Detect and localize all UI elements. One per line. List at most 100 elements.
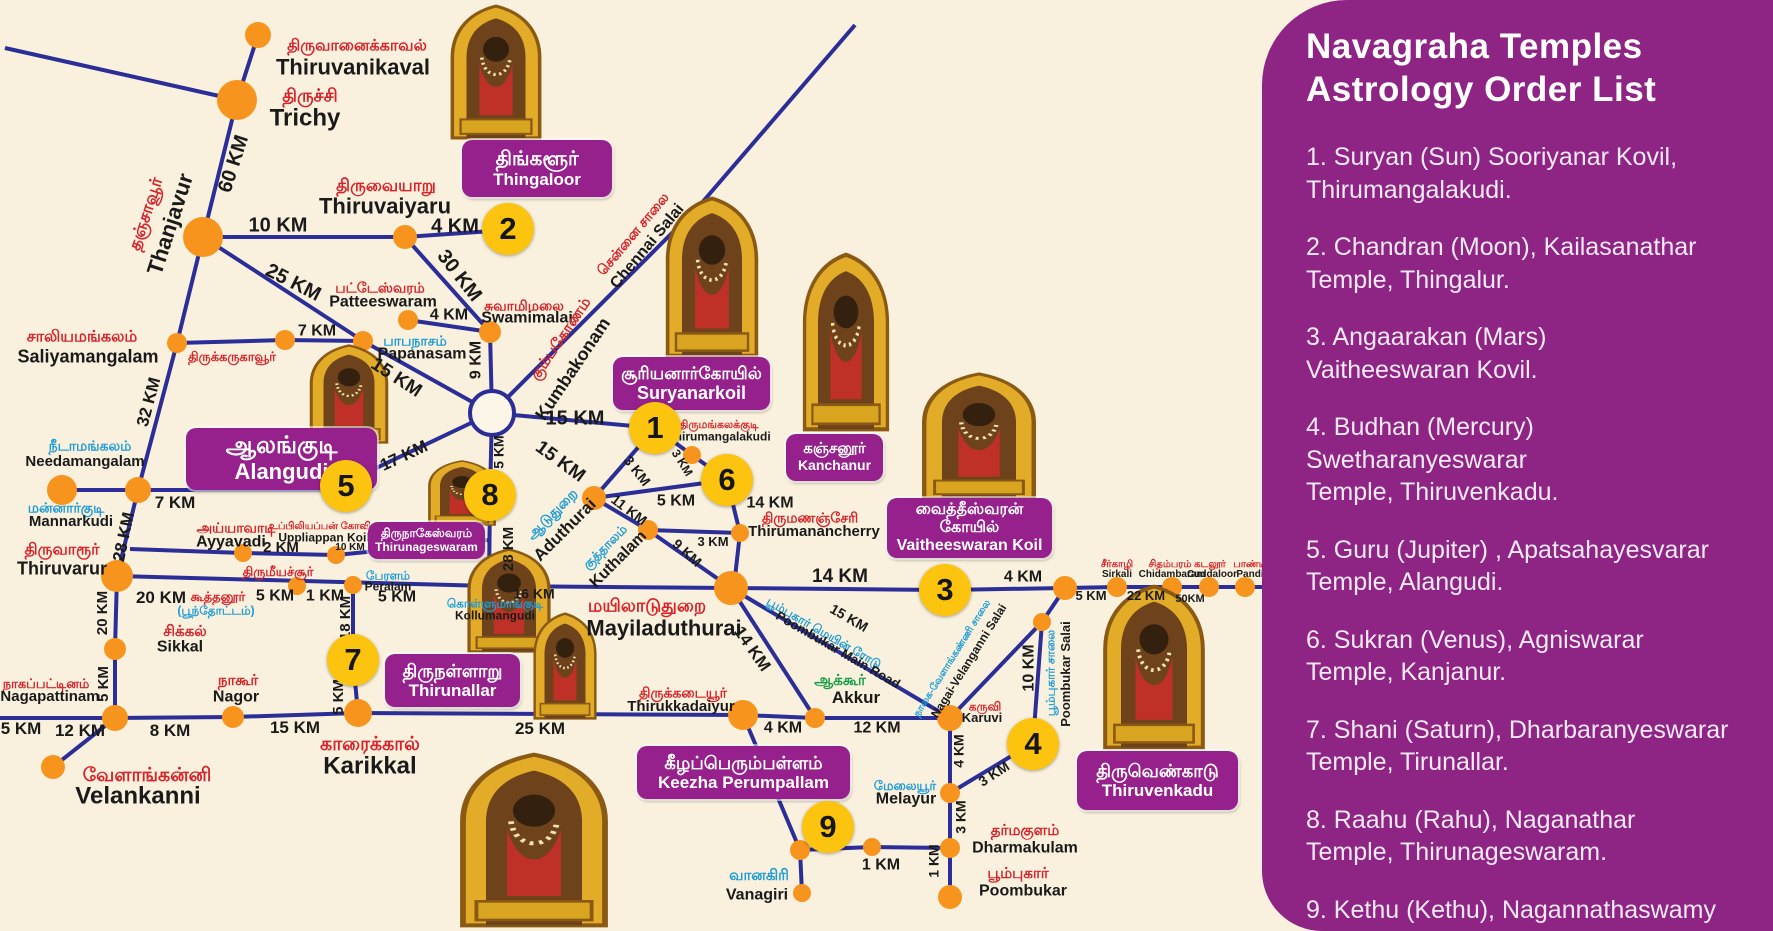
road-segment [136,342,179,491]
place-label: நீடாமங்கலம் [48,437,132,454]
temple-box-tamil-name: சூரியனார்கோயில் [621,363,762,383]
temple-box-english-name: Thirunallar [408,681,497,701]
order-list-item-line2: Vaitheeswaran Kovil. [1306,355,1538,384]
order-list-item-line1: 4. Budhan (Mercury) Swetharanyeswarar [1306,413,1534,474]
place-label: பூம்புகார் சாலை [1043,629,1058,717]
astrology-order-panel: Navagraha Temples Astrology Order List 1… [1262,0,1773,931]
distance-label: 3 KM [952,800,969,834]
town-junction-dot [714,571,748,605]
distance-label: 20 KM [135,588,187,608]
thiruvenkadu-deity-art [1103,584,1205,750]
town-junction-dot [940,838,960,858]
town-junction-dot [327,546,345,564]
place-label: Vanagiri [725,886,789,904]
vaitheeswaran-deity [905,372,1053,500]
place-label: வேளாங்கன்னி [82,765,212,787]
town-junction-dot [104,638,126,660]
place-label: Poombukar Salai [1058,621,1074,727]
place-label: Papanasam [377,345,467,363]
place-label: பூம்புகார் [987,865,1049,883]
place-label: Nagapattinam [0,688,100,706]
temple-box-english-name: Thingaloor [493,170,581,190]
place-label: Thiruvanikaval [275,54,431,80]
temple-box-english-name: Kanchanur [797,457,872,474]
town-junction-dot [937,705,963,731]
place-label: Melayur [875,790,937,808]
place-label: Mannarkudi [28,513,114,531]
order-circle-5: 5 [320,460,372,512]
place-label: Chidambaram [1138,568,1206,580]
thingaloor-deity-art [450,4,542,140]
order-circle-8: 8 [464,469,516,521]
vaitheeswaran-deity-art [922,372,1036,500]
road-segment [948,620,1044,720]
distance-label: 5 KM [377,588,417,606]
temple-box-tamil-name: திருவெண்காடு [1096,760,1219,781]
roads-network-svg [0,22,1262,909]
order-list-item-line1: 3. Angaarakan (Mars) [1306,323,1547,352]
place-label: அய்யாவாடி [196,519,276,536]
town-junction-dot [217,80,257,120]
kumbakonam-hub-circle [468,389,516,437]
order-list-item-line2: Temple, Alangudi. [1306,568,1504,597]
place-label: கூத்தனூர் [190,589,246,605]
town-junction-dot [1033,613,1051,631]
town-junction-dot [731,524,749,542]
road-segment [201,235,365,343]
order-circle-2: 2 [482,203,534,255]
place-label: Dharmakulam [972,839,1078,857]
order-circle-6: 6 [701,454,753,506]
temple-order-list: 1. Suryan (Sun) Sooriyanar Kovil,Thiruma… [1306,141,1743,931]
distance-label: 9 KM [467,340,485,380]
town-junction-dot [102,705,128,731]
order-circle-1: 1 [629,402,681,454]
town-junction-dot [940,783,960,803]
place-label: Needamangalam [25,453,145,471]
place-label: நாகப்பட்டினம் [2,676,90,692]
distance-label: 5 KM [656,492,696,510]
mayiladuthurai-shrine [524,612,606,720]
town-junction-dot [288,577,306,595]
town-junction-dot [47,475,77,505]
kanchanur-deity [790,252,902,432]
place-label: திருச்சி [282,85,338,106]
distance-label: 7 KM [154,493,196,513]
distance-label: 50KM [1175,593,1205,606]
mayiladuthurai-shrine-art [533,612,597,720]
place-label: Karuvi [961,710,1003,726]
place-label: பேரளம் [365,568,411,583]
place-label: திருவையாறு [336,176,436,196]
temple-box-tamil-name: வைத்தீஸ்வரன் கோயில் [915,501,1024,537]
place-label: திருக்கடையூர் [639,684,727,701]
order-list-item-line1: 1. Suryan (Sun) Sooriyanar Kovil, [1306,143,1678,172]
road-segment [490,203,702,415]
town-junction-dot [582,486,606,510]
place-label: Swamimalai [481,309,573,327]
kanchanur-deity-art [802,252,890,432]
temple-box-suryanarkoil: சூரியனார்கோயில்Suryanarkoil [613,357,770,410]
town-junction-dot [353,331,373,351]
place-label: Peralam [364,579,412,594]
order-list-item-3: 3. Angaarakan (Mars) Vaitheeswaran Kovil. [1306,321,1743,386]
road-segment [871,845,951,850]
distance-label: 5 KM [0,719,42,739]
distance-label: 1 KM [861,856,901,874]
place-label: காரைக்கால் [320,734,420,756]
order-list-item-line2: Temple, Kanjanur. [1306,658,1507,687]
town-junction-dot [183,217,223,257]
place-label: Thirumanancherry [748,523,880,541]
temple-box-tamil-name: கீழப்பெரும்பள்ளம் [664,752,823,773]
place-label: கொள்ளுமாங்குடி [446,596,544,611]
thirunallar-deity-art [467,548,551,653]
distance-label: 3 KM [697,534,729,550]
place-label: மயிலாடுதுறை [587,595,707,616]
order-circle-3: 3 [919,564,971,616]
temple-box-tamil-name: திருநள்ளாறு [402,660,503,681]
place-label: பாண்டி [1233,558,1267,570]
place-label: Thiruvaiyaru [318,193,452,219]
place-label: உப்பிலியப்பன் கோவில் [268,520,380,532]
